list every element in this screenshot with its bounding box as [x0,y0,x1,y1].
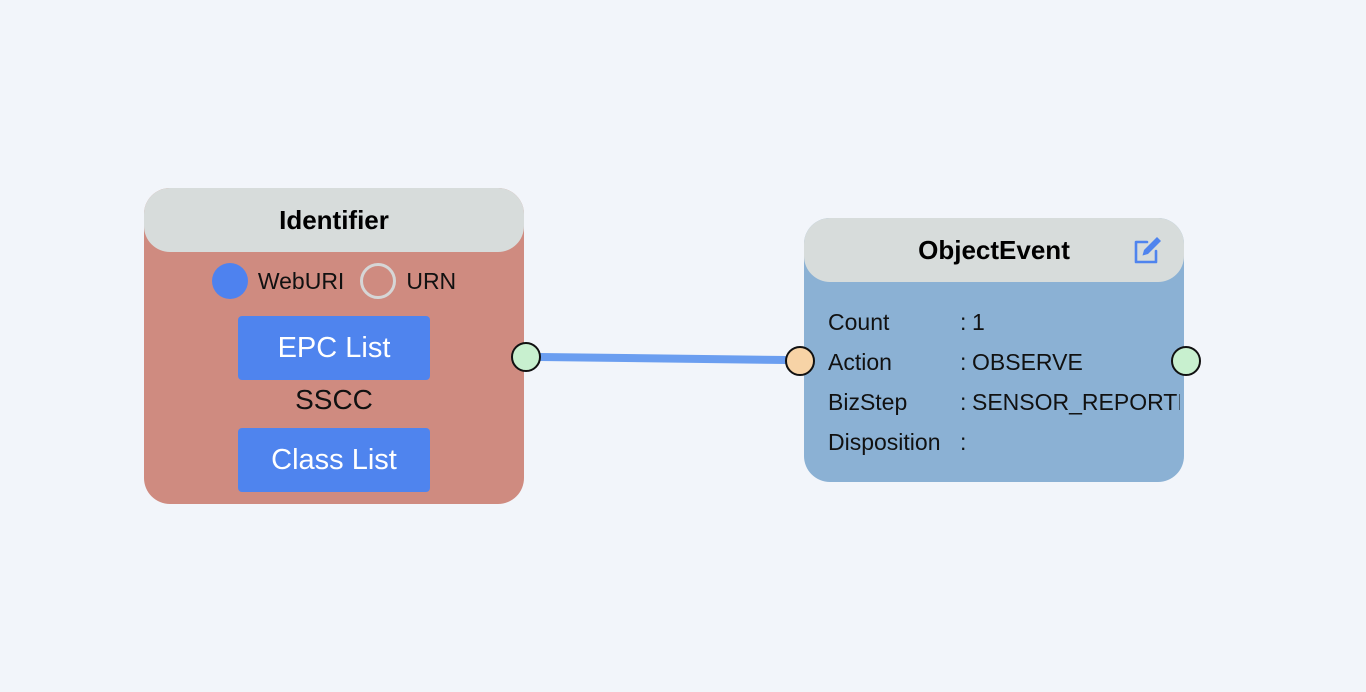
epc-list-button[interactable]: EPC List [238,316,430,380]
property-key: BizStep [828,388,908,415]
object-event-node[interactable]: ObjectEvent Count : 1 Action : OBSERVE B… [804,218,1184,482]
property-key: Count [828,308,890,335]
identifier-output-handle[interactable] [511,342,541,372]
edit-icon[interactable] [1132,234,1164,266]
property-value: SENSOR_REPORTING [972,388,1180,415]
object-event-node-header: ObjectEvent [804,218,1184,282]
identifier-node[interactable]: Identifier WebURI URN EPC List SSCC Clas… [144,188,524,504]
class-list-button[interactable]: Class List [238,428,430,492]
event-properties: Count : 1 Action : OBSERVE BizStep : SEN… [828,302,1180,462]
object-event-input-handle[interactable] [785,346,815,376]
urn-label: URN [406,267,457,294]
identifier-type-label: SSCC [295,384,373,415]
object-event-output-handle[interactable] [1171,346,1201,376]
property-value: OBSERVE [972,348,1083,375]
connection-edge[interactable] [536,353,790,364]
weburi-radio[interactable] [211,263,248,299]
weburi-label: WebURI [257,267,345,294]
format-radio-group: WebURI URN [144,260,524,302]
identifier-node-header: Identifier [144,188,524,252]
property-key: Action [828,348,892,375]
property-row-count: Count : 1 [828,308,985,335]
property-key: Disposition [828,428,941,455]
property-row-action: Action : OBSERVE [828,348,1083,375]
property-value: 1 [972,308,985,335]
object-event-node-title: ObjectEvent [918,234,1070,265]
urn-radio[interactable] [360,263,397,299]
property-row-disposition: Disposition : [828,428,967,455]
identifier-node-title: Identifier [279,204,389,235]
property-row-bizstep: BizStep : SENSOR_REPORTING [828,382,1180,422]
